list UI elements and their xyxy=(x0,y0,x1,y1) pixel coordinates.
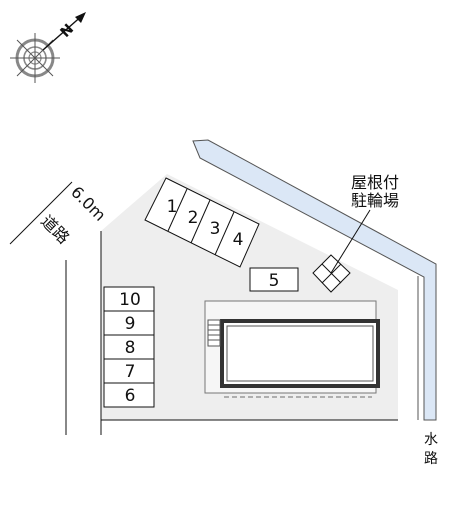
slot-label-10: 10 xyxy=(119,290,141,310)
covered-bike-parking-icon xyxy=(312,254,351,293)
waterway-label-1: 水 xyxy=(424,432,438,448)
covered-parking-label-1: 屋根付 xyxy=(351,173,399,192)
slot-label-6: 6 xyxy=(125,386,136,406)
slot-label-7: 7 xyxy=(125,362,136,382)
slot-label-2: 2 xyxy=(188,208,199,228)
road-width-label: 6.0m xyxy=(67,182,109,224)
stairs-icon xyxy=(207,319,221,347)
compass-rose-icon: N xyxy=(10,12,86,83)
slot-label-3: 3 xyxy=(210,219,221,239)
compass-north-label: N xyxy=(58,21,78,41)
covered-parking-label-2: 駐輪場 xyxy=(351,191,399,210)
slot-label-9: 9 xyxy=(125,314,136,334)
parking-slots-diagonal: 1 2 3 4 xyxy=(144,177,260,268)
waterway-label-2: 路 xyxy=(424,451,438,467)
slot-label-4: 4 xyxy=(233,230,244,250)
waterway xyxy=(192,139,437,421)
slot-label-8: 8 xyxy=(125,338,136,358)
parking-slots-column: 10 9 8 7 6 xyxy=(103,286,155,408)
slot-label-1: 1 xyxy=(167,197,178,217)
parking-slot-5 xyxy=(249,267,299,292)
road-name-label: 道路 xyxy=(37,211,73,247)
building xyxy=(204,300,380,398)
slot-label-5: 5 xyxy=(269,271,280,291)
